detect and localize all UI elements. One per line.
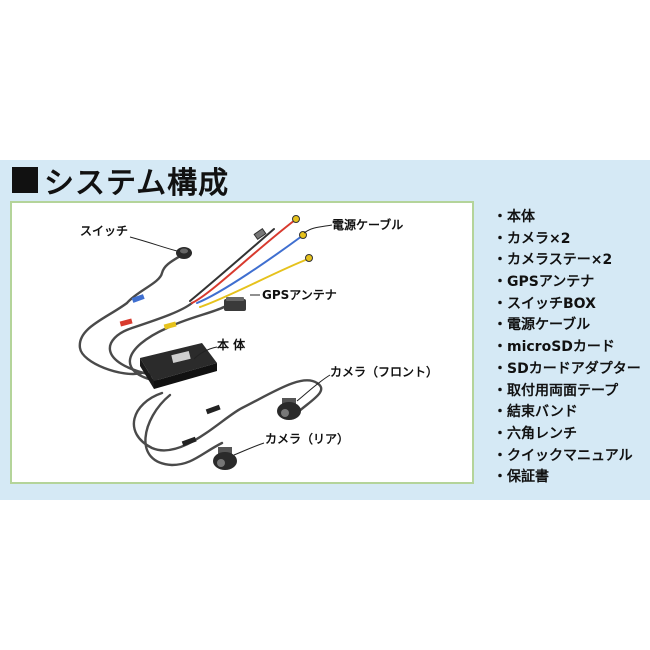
- harness-cables: [78, 253, 323, 467]
- leader-main-unit: [193, 346, 218, 360]
- wire-black: [189, 228, 275, 302]
- leader-rear-camera: [233, 442, 265, 456]
- list-item: ・取付用両面テープ: [493, 382, 619, 399]
- wire-terminals: [253, 215, 313, 262]
- fuse-holder: [253, 227, 267, 241]
- title-square-icon: [12, 167, 38, 193]
- list-item: ・カメラ×2: [493, 230, 571, 247]
- list-item: ・microSDカード: [493, 339, 615, 356]
- wire-red: [191, 219, 296, 304]
- cable-gps: [128, 305, 226, 383]
- connectors: [119, 294, 221, 447]
- switch-device: [176, 247, 192, 259]
- terminal-red: [292, 215, 300, 223]
- list-item: ・スイッチBOX: [493, 295, 596, 312]
- list-item: ・本体: [493, 209, 535, 225]
- terminal-yellow: [305, 254, 313, 262]
- label-front-camera: カメラ（フロント）: [330, 365, 439, 379]
- rear-camera-device: [213, 447, 237, 470]
- rear-camera-lens: [217, 459, 225, 467]
- label-gps-antenna: GPSアンテナ: [262, 288, 337, 302]
- cable-front-camera: [132, 379, 319, 452]
- list-item: ・SDカードアダプター: [493, 360, 641, 377]
- gps-antenna-top: [226, 297, 244, 301]
- gps-antenna-body: [224, 299, 246, 311]
- power-wires: [189, 219, 309, 308]
- list-item: ・GPSアンテナ: [493, 274, 595, 291]
- list-item: ・結束バンド: [493, 404, 578, 421]
- switch-button: [180, 248, 188, 254]
- cable-switch: [78, 253, 184, 376]
- list-item: ・電源ケーブル: [493, 317, 591, 334]
- terminal-blue: [299, 231, 307, 239]
- connector-blue: [131, 294, 145, 303]
- main-unit-front: [140, 358, 154, 389]
- front-camera-lens: [281, 409, 289, 417]
- parts-list: ・本体 ・カメラ×2 ・カメラステー×2 ・GPSアンテナ ・スイッチBOX ・…: [493, 207, 641, 489]
- list-item: ・クイックマニュアル: [493, 447, 633, 464]
- section-title-text: システム構成: [44, 166, 230, 201]
- gps-antenna-device: [224, 297, 246, 311]
- list-item: ・六角レンチ: [493, 425, 577, 442]
- list-item: ・保証書: [493, 469, 549, 486]
- front-camera-body: [277, 402, 301, 420]
- wire-blue: [196, 235, 303, 304]
- main-unit-body: [140, 343, 217, 381]
- main-unit-side: [154, 363, 217, 389]
- main-unit-device: [140, 343, 217, 389]
- label-power-cable: 電源ケーブル: [332, 218, 404, 232]
- section-title: システム構成: [12, 160, 230, 201]
- rear-camera-bracket: [218, 447, 232, 455]
- diagram-frame: スイッチ 電源ケーブル GPSアンテナ 本 体 カメラ（フロント） カメラ（リア…: [10, 201, 474, 484]
- list-item: ・カメラステー×2: [493, 252, 613, 269]
- connector-black-2: [181, 436, 197, 447]
- wiring-diagram: [78, 215, 333, 470]
- connector-red: [119, 318, 133, 327]
- leader-switch: [129, 236, 178, 252]
- leader-lines: [129, 224, 333, 456]
- label-main-unit: 本 体: [217, 338, 246, 352]
- main-unit-badge: [171, 350, 191, 364]
- leader-power: [303, 224, 333, 234]
- connector-yellow: [163, 321, 177, 330]
- cable-rear-camera: [144, 393, 224, 467]
- rear-camera-body: [213, 452, 237, 470]
- cable-power: [108, 301, 194, 377]
- connector-black-1: [205, 404, 221, 415]
- front-camera-device: [277, 398, 301, 420]
- wire-yellow: [199, 258, 309, 308]
- label-rear-camera: カメラ（リア）: [265, 432, 350, 446]
- leader-front-camera: [296, 374, 331, 402]
- label-switch: スイッチ: [80, 224, 129, 238]
